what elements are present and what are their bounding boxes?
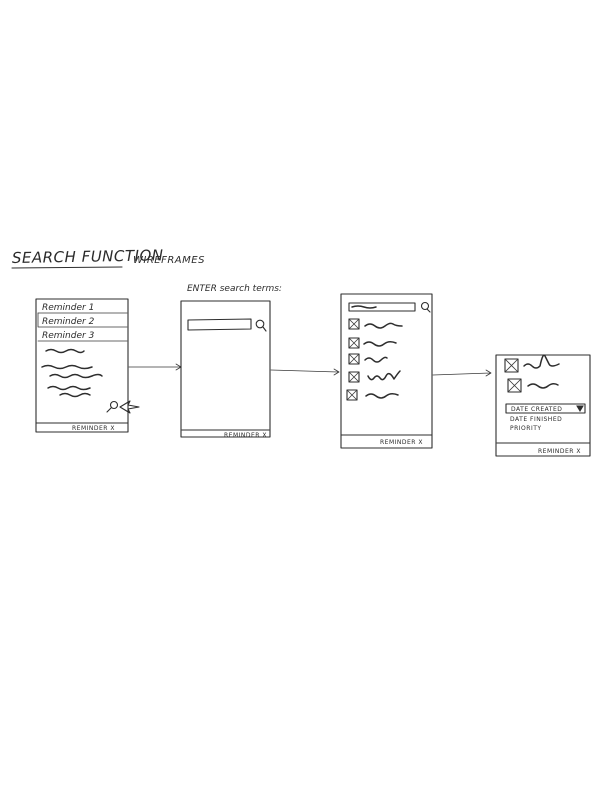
title-main: SEARCH FUNCTION	[12, 246, 164, 267]
search-icon[interactable]	[255, 319, 267, 332]
list-item-reminder[interactable]: Reminder 3	[42, 331, 95, 341]
scribble-text	[59, 392, 91, 398]
search-input[interactable]	[348, 302, 416, 312]
screen-3-footer: REMINDER X	[380, 439, 423, 446]
row-divider	[37, 312, 128, 328]
title-group: SEARCH FUNCTION WIREFRAMES	[11, 246, 205, 269]
list-item-reminder[interactable]: Reminder 1	[42, 303, 94, 313]
chevron-down-icon[interactable]	[576, 405, 584, 412]
screen-4-footer: REMINDER X	[538, 448, 581, 455]
checkbox[interactable]	[348, 371, 360, 383]
checkbox[interactable]	[346, 389, 358, 401]
list-item-reminder[interactable]: Reminder 2	[42, 317, 95, 327]
checkbox[interactable]	[348, 337, 360, 349]
checkbox[interactable]	[348, 318, 360, 330]
scribble-text	[47, 385, 91, 391]
search-icon[interactable]	[420, 301, 431, 313]
screen-1-footer: REMINDER X	[72, 425, 115, 432]
title-sub: WIREFRAMES	[133, 255, 205, 266]
scribble-text	[45, 348, 85, 354]
result-row[interactable]	[507, 378, 559, 393]
flow-arrow	[128, 363, 182, 371]
checkbox[interactable]	[504, 358, 519, 373]
search-icon[interactable]	[106, 400, 119, 413]
result-row[interactable]	[348, 337, 397, 349]
screen-1: Reminder 1 Reminder 2 Reminder 3 REMINDE…	[35, 298, 140, 433]
search-input[interactable]	[187, 318, 252, 331]
search-prompt-label: ENTER search terms:	[187, 284, 282, 294]
search-query-scribble	[351, 305, 377, 309]
screen-3: REMINDER X	[340, 293, 433, 449]
dropdown-selected-box[interactable]	[505, 403, 586, 414]
scribble-text	[49, 373, 103, 379]
dropdown-option[interactable]: DATE FINISHED	[510, 416, 562, 423]
dropdown-selected-value: DATE CREATED	[511, 406, 562, 413]
checkbox[interactable]	[348, 353, 360, 365]
screen-2-footer: REMINDER X	[224, 432, 267, 439]
screen-2: ENTER search terms: REMINDER X	[180, 284, 282, 439]
result-row[interactable]	[504, 354, 560, 373]
flow-arrow	[270, 368, 340, 376]
screen-3-frame	[340, 293, 433, 449]
screen-2-frame	[180, 300, 271, 438]
result-row[interactable]	[348, 353, 388, 365]
result-row[interactable]	[348, 370, 401, 383]
checkbox[interactable]	[507, 378, 522, 393]
dropdown-option[interactable]: PRIORITY	[510, 425, 542, 432]
flow-arrow	[432, 369, 492, 377]
scribble-text	[41, 364, 93, 370]
result-row[interactable]	[348, 318, 403, 330]
cursor-arrow-icon	[119, 400, 140, 414]
screen-1-frame	[35, 298, 129, 433]
title-underline	[11, 266, 123, 269]
result-row[interactable]	[346, 389, 399, 401]
screen-4: DATE CREATED DATE FINISHED PRIORITY REMI…	[495, 354, 591, 457]
sort-dropdown[interactable]: DATE CREATED DATE FINISHED PRIORITY	[505, 403, 586, 432]
screen-4-frame	[495, 354, 591, 457]
